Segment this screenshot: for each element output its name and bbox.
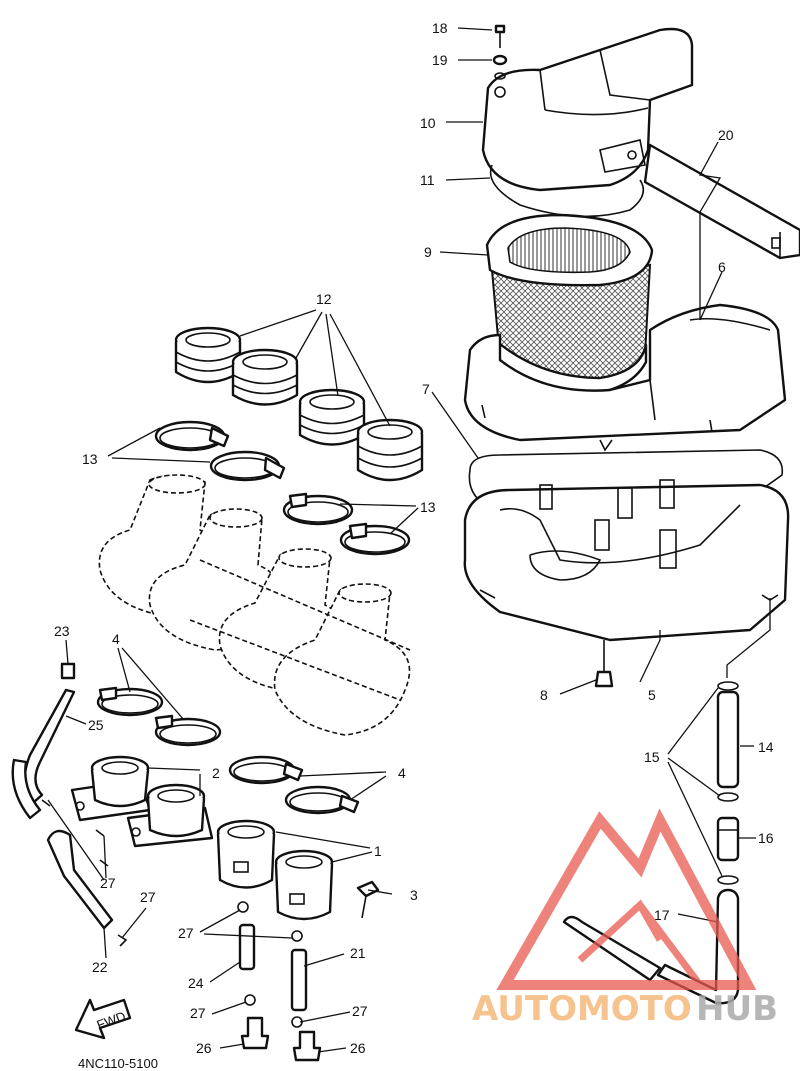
callout-5: 5	[648, 687, 656, 703]
intake-manifold-2-a	[70, 755, 152, 822]
callout-18: 18	[432, 20, 448, 36]
watermark-triangle-icon	[496, 808, 757, 990]
carburetor-joint-2	[231, 348, 299, 406]
watermark-text-part1: AUTOMOTO	[472, 989, 692, 1029]
watermark-text: AUTOMOTO HUB	[472, 989, 778, 1029]
forward-direction-arrow: FWD	[74, 998, 132, 1040]
hose-clamp-4-b	[154, 714, 222, 747]
callout-15: 15	[644, 749, 660, 765]
hose-24	[238, 923, 256, 971]
callout-26-b: 26	[350, 1040, 366, 1056]
callout-8: 8	[540, 687, 548, 703]
clip-15	[717, 681, 739, 885]
carburetor-joint-1	[174, 326, 242, 384]
watermark-logo	[496, 808, 757, 990]
callout-27-d: 27	[190, 1005, 206, 1021]
callout-2: 2	[212, 765, 220, 781]
callout-1: 1	[374, 843, 382, 859]
callout-27-b: 27	[140, 889, 156, 905]
hose-clamp-13-b	[209, 450, 286, 482]
diagram-code: 4NC110-5100	[78, 1056, 158, 1071]
callout-13-b: 13	[420, 499, 436, 515]
hose-clamp-4-c	[228, 755, 304, 785]
carburetor-joint-4	[356, 418, 424, 482]
callout-27-e: 27	[352, 1003, 368, 1019]
callout-7: 7	[422, 381, 430, 397]
plug-26-b	[292, 1030, 322, 1062]
screw-3	[356, 880, 380, 919]
callout-13-a: 13	[82, 451, 98, 467]
fitting-23	[60, 662, 76, 680]
hose-clamp-4-a	[96, 686, 164, 717]
callout-26-a: 26	[196, 1040, 212, 1056]
screw-18	[494, 24, 506, 48]
callout-12: 12	[316, 291, 332, 307]
callout-labels: 18 19 10 11 20 9 6 12 7 13 13 23 4 5 8 2…	[54, 20, 774, 1056]
callout-27-a: 27	[100, 875, 116, 891]
callout-17: 17	[654, 907, 670, 923]
callout-23: 23	[54, 623, 70, 639]
carburetor-joint-3	[298, 388, 366, 446]
callout-20: 20	[718, 127, 734, 143]
callout-9: 9	[424, 244, 432, 260]
callout-24: 24	[188, 975, 204, 991]
plug-26-a	[240, 1016, 270, 1050]
callout-19: 19	[432, 52, 448, 68]
leader-lines	[47, 27, 756, 1053]
washer-19	[492, 54, 508, 80]
callout-25: 25	[88, 717, 104, 733]
callout-14: 14	[758, 739, 774, 755]
watermark-text-part2: HUB	[696, 989, 778, 1029]
callout-3: 3	[410, 887, 418, 903]
air-filter-element	[485, 213, 654, 397]
callout-10: 10	[420, 115, 436, 131]
carburetor-assembly-reference	[98, 474, 411, 736]
hose-22	[46, 829, 114, 930]
intake-snorkel	[643, 143, 800, 260]
air-box-cover	[481, 27, 694, 192]
hose-clamp-13-c	[282, 492, 354, 526]
callout-4-b: 4	[398, 765, 406, 781]
callout-22: 22	[92, 959, 108, 975]
hose-clamp-4-d	[284, 785, 360, 815]
callout-6: 6	[718, 259, 726, 275]
intake-manifold-1-a	[216, 819, 276, 889]
hose-clamp-13-a	[154, 420, 230, 452]
screw-8	[594, 640, 614, 688]
callout-11: 11	[420, 172, 435, 188]
callout-16: 16	[758, 830, 774, 846]
hose-14	[716, 690, 740, 789]
air-box-case-lower	[463, 479, 790, 642]
callout-4-a: 4	[112, 631, 120, 647]
callout-27-c: 27	[178, 925, 194, 941]
hose-25	[11, 688, 76, 820]
intake-manifold-2-b	[126, 783, 214, 848]
hose-21	[290, 948, 308, 1012]
fuel-filter-16	[716, 816, 740, 862]
air-box-case-upper	[463, 303, 787, 452]
callout-21: 21	[350, 945, 366, 961]
small-clips-27	[41, 799, 303, 1028]
intake-manifold-1-b	[274, 849, 334, 921]
hose-clamp-13-d	[339, 522, 411, 556]
